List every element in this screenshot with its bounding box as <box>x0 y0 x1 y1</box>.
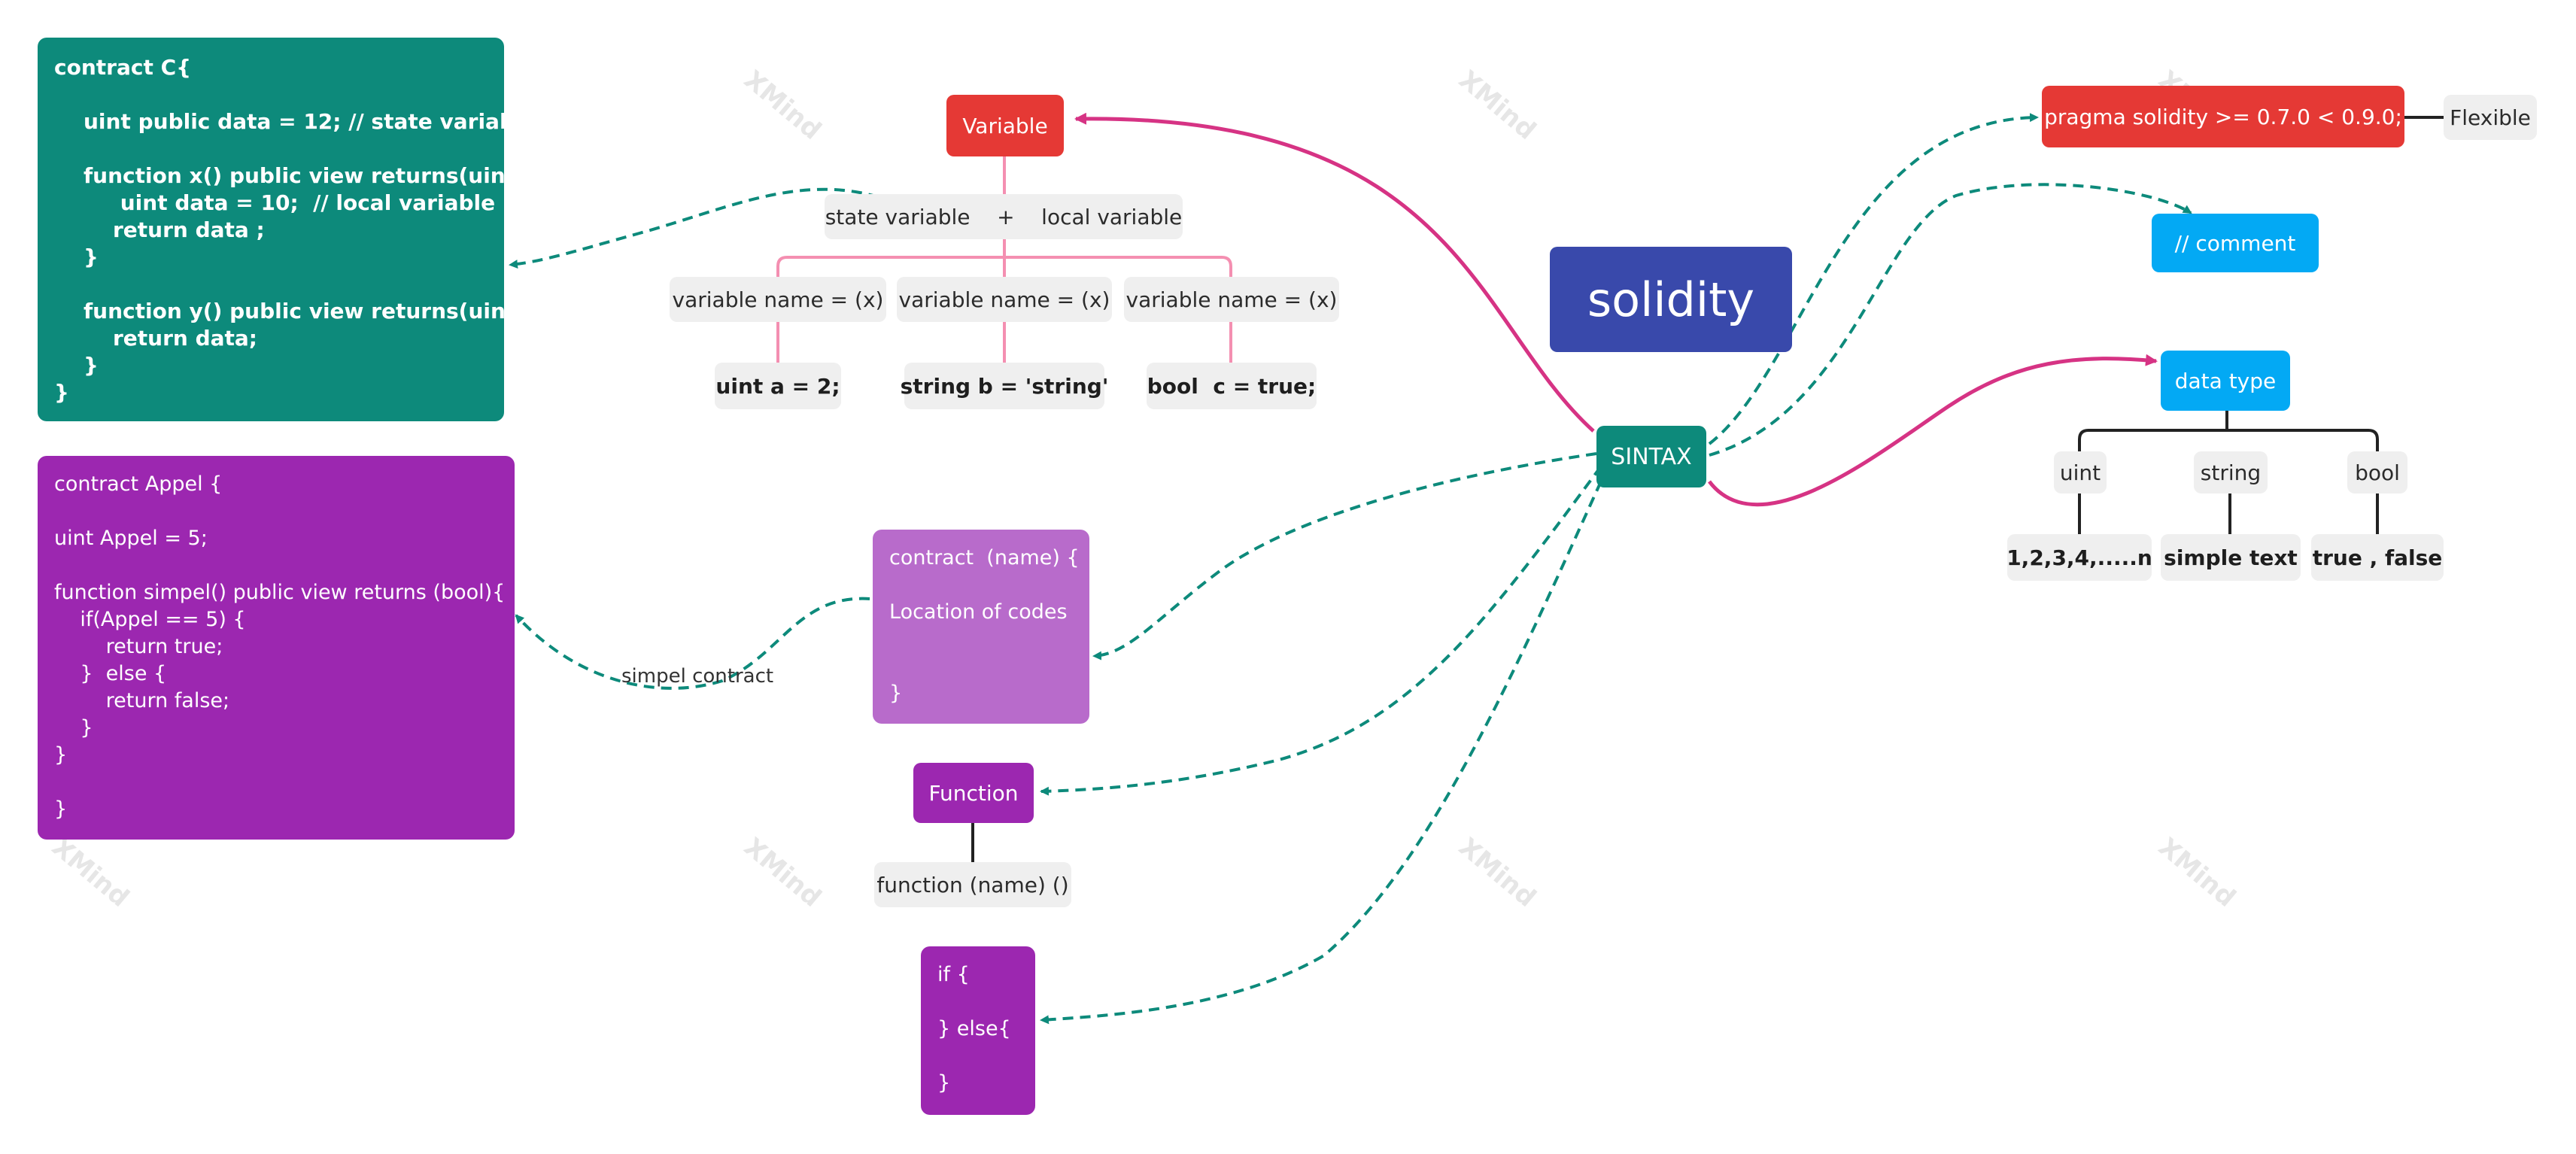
type-string-example[interactable]: simple text <box>2161 534 2301 581</box>
link-sintax-variable <box>1074 112 1595 433</box>
appel-contract-example[interactable]: contract Appel { uint Appel = 5; functio… <box>38 456 515 840</box>
variable-kinds[interactable]: state variable + local variable <box>825 194 1183 239</box>
link-variable-contractC <box>509 187 879 269</box>
link-sintax-pragma <box>1708 113 2039 445</box>
function-syntax[interactable]: function (name) () <box>874 862 1071 907</box>
pragma-note-flexible[interactable]: Flexible <box>2444 95 2537 140</box>
function-node[interactable]: Function <box>913 763 1034 823</box>
type-bool-example[interactable]: true , false <box>2311 534 2444 581</box>
variable-example-3[interactable]: bool c = true; <box>1147 363 1317 409</box>
variable-pattern-2[interactable]: variable name = (x) <box>897 277 1112 322</box>
variable-node[interactable]: Variable <box>946 95 1064 156</box>
variable-example-1[interactable]: uint a = 2; <box>715 363 841 409</box>
central-topic[interactable]: solidity <box>1550 247 1792 352</box>
variable-pattern-3[interactable]: variable name = (x) <box>1124 277 1339 322</box>
contract-c-example[interactable]: contract C{ uint public data = 12; // st… <box>38 38 548 421</box>
link-sintax-ifelse <box>1040 481 1602 1025</box>
simpel-contract-label[interactable]: simpel contract <box>621 665 774 688</box>
type-bool[interactable]: bool <box>2347 451 2407 493</box>
if-else-node[interactable]: if { } else{ } <box>921 946 1035 1115</box>
link-template-appel <box>515 597 870 690</box>
link-sintax-datatype <box>1708 354 2158 507</box>
pragma-node[interactable]: pragma solidity >= 0.7.0 < 0.9.0; <box>2042 86 2404 147</box>
link-sintax-function <box>1040 465 1602 796</box>
type-string[interactable]: string <box>2194 451 2268 493</box>
type-uint[interactable]: uint <box>2054 451 2107 493</box>
variable-example-2[interactable]: string b = 'string' <box>901 363 1108 409</box>
link-sintax-comment <box>1709 183 2192 457</box>
comment-node[interactable]: // comment <box>2152 214 2319 272</box>
sintax-topic[interactable]: SINTAX <box>1596 426 1706 487</box>
link-sintax-contract-template <box>1092 452 1597 661</box>
data-type-node[interactable]: data type <box>2161 351 2290 411</box>
contract-template[interactable]: contract (name) { Location of codes } <box>873 530 1089 724</box>
type-uint-example[interactable]: 1,2,3,4,.....n <box>2006 534 2152 581</box>
variable-pattern-1[interactable]: variable name = (x) <box>670 277 886 322</box>
